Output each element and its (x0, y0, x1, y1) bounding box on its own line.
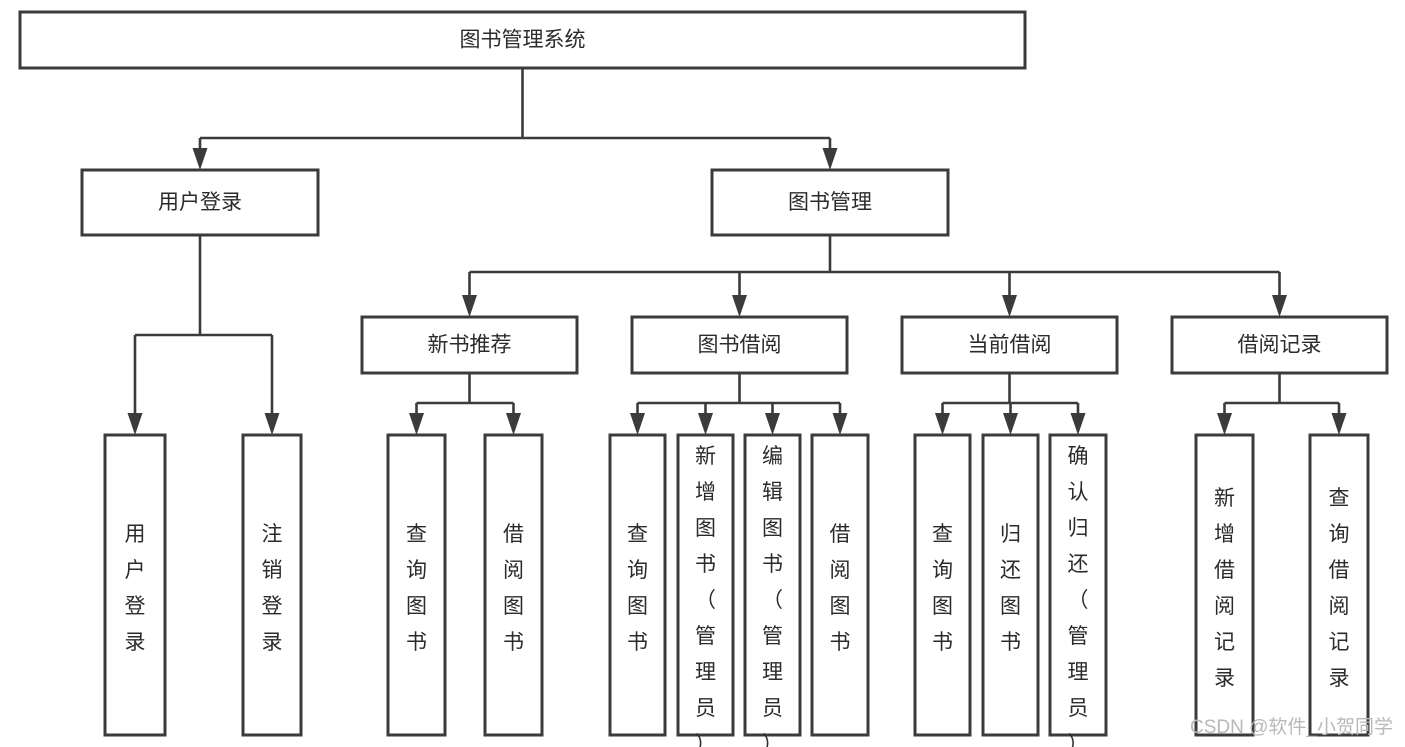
node-leaf-edit-book[interactable]: 编辑图书（管理员） (743, 433, 802, 747)
node-label: 当前借阅 (968, 334, 1052, 357)
node-leaf-add-book[interactable]: 新增图书（管理员） (676, 433, 735, 747)
node-label: 新增图书（管理员） (695, 445, 716, 747)
node-label: 图书管理系统 (460, 29, 586, 52)
node-label: 借阅图书 (503, 523, 524, 654)
arrow-level2-0 (192, 148, 208, 170)
node-new-book-recommend[interactable]: 新书推荐 (360, 315, 579, 375)
node-leaf-query-book-2[interactable]: 查询图书 (608, 433, 667, 737)
node-label: 用户登录 (158, 191, 242, 214)
node-current-borrow[interactable]: 当前借阅 (900, 315, 1119, 375)
node-layer: 图书管理系统用户登录图书管理新书推荐图书借阅当前借阅借阅记录用户登录注销登录查询… (18, 10, 1389, 747)
node-label: 归还图书 (1000, 523, 1021, 654)
node-leaf-user-login[interactable]: 用户登录 (103, 433, 167, 737)
arrow-level3-2 (1002, 295, 1017, 317)
node-box (1194, 433, 1255, 737)
node-box (386, 433, 447, 737)
connector-layer (127, 68, 1347, 435)
arrow-book-borrow-2 (765, 413, 780, 435)
arrow-current-borrow-2 (1070, 413, 1086, 435)
node-box (743, 433, 802, 737)
node-box (18, 10, 1027, 70)
arrow-level3-0 (462, 295, 477, 317)
node-box (80, 168, 320, 237)
node-label: 查询图书 (627, 523, 648, 654)
node-box (900, 315, 1119, 375)
node-box (608, 433, 667, 737)
node-label: 用户登录 (125, 523, 146, 654)
node-box (710, 168, 950, 237)
node-leaf-query-book-3[interactable]: 查询图书 (913, 433, 972, 737)
node-label: 图书借阅 (698, 334, 782, 357)
node-book-borrow[interactable]: 图书借阅 (630, 315, 849, 375)
node-leaf-query-record[interactable]: 查询借阅记录 (1308, 433, 1370, 737)
node-leaf-borrow-book-2[interactable]: 借阅图书 (810, 433, 870, 737)
arrow-level3-1 (732, 295, 747, 317)
node-leaf-add-record[interactable]: 新增借阅记录 (1194, 433, 1255, 737)
node-box (1048, 433, 1108, 737)
node-box (483, 433, 544, 737)
node-label: 注销登录 (262, 523, 283, 654)
arrow-borrow-record-0 (1217, 413, 1232, 435)
node-box (103, 433, 167, 737)
arrow-book-borrow-3 (832, 413, 848, 435)
node-user-login[interactable]: 用户登录 (80, 168, 320, 237)
node-label: 新书推荐 (428, 334, 512, 357)
node-box (981, 433, 1040, 737)
arrow-book-borrow-0 (630, 413, 645, 435)
node-box (241, 433, 303, 737)
node-label: 新增借阅记录 (1214, 487, 1235, 690)
arrow-new-book-recommend-1 (506, 413, 521, 435)
node-box (1170, 315, 1389, 375)
node-label: 编辑图书（管理员） (762, 445, 783, 747)
arrow-level2-1 (822, 148, 838, 170)
node-label: 借阅记录 (1238, 334, 1322, 357)
csdn-watermark: CSDN @软件_小贺同学 (1190, 716, 1393, 738)
arrow-current-borrow-1 (1003, 413, 1018, 435)
arrow-current-borrow-0 (935, 413, 950, 435)
arrow-book-borrow-1 (698, 413, 713, 435)
node-label: 查询图书 (406, 523, 427, 654)
node-label: 图书管理 (788, 191, 872, 214)
node-box (630, 315, 849, 375)
node-leaf-logout[interactable]: 注销登录 (241, 433, 303, 737)
node-box (1308, 433, 1370, 737)
node-box (676, 433, 735, 737)
arrow-user-login-0 (127, 413, 143, 435)
node-box (913, 433, 972, 737)
node-root[interactable]: 图书管理系统 (18, 10, 1027, 70)
arrow-borrow-record-1 (1331, 413, 1347, 435)
node-label: 借阅图书 (830, 523, 851, 654)
node-leaf-query-book-1[interactable]: 查询图书 (386, 433, 447, 737)
arrow-level3-3 (1272, 295, 1287, 317)
node-box (360, 315, 579, 375)
node-label: 查询借阅记录 (1329, 487, 1350, 690)
node-label: 查询图书 (932, 523, 953, 654)
arrow-new-book-recommend-0 (409, 413, 424, 435)
node-borrow-record[interactable]: 借阅记录 (1170, 315, 1389, 375)
arrow-user-login-1 (264, 413, 280, 435)
node-box (810, 433, 870, 737)
node-book-manage[interactable]: 图书管理 (710, 168, 950, 237)
node-leaf-borrow-book-1[interactable]: 借阅图书 (483, 433, 544, 737)
node-label: 确认归还（管理员） (1068, 445, 1089, 747)
node-leaf-confirm-return[interactable]: 确认归还（管理员） (1048, 433, 1108, 747)
node-leaf-return-book[interactable]: 归还图书 (981, 433, 1040, 737)
